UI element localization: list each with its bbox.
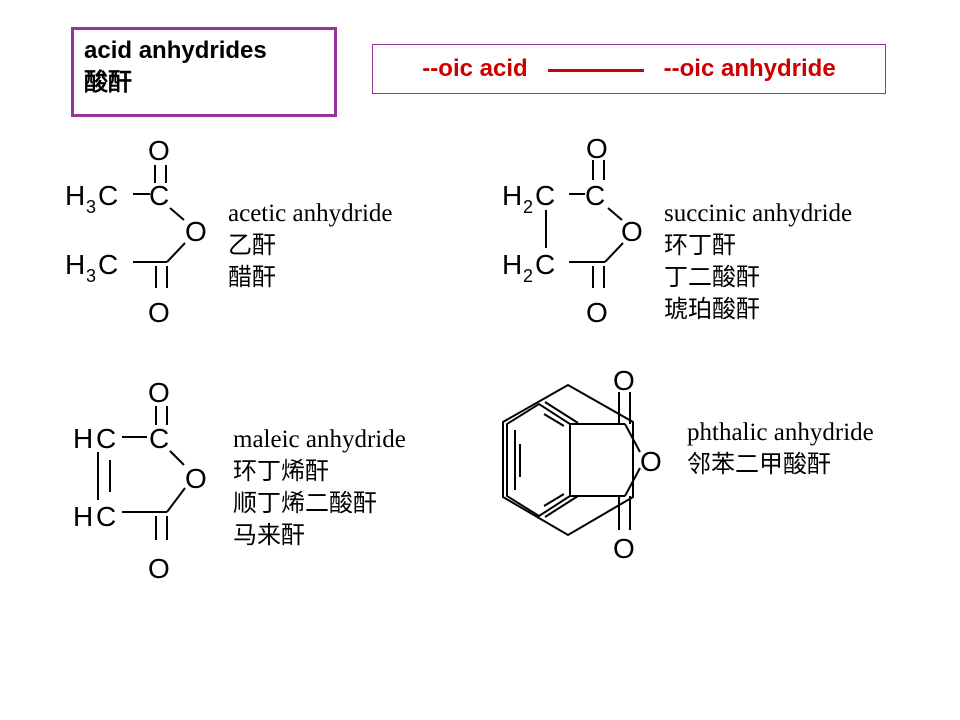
succinic-anhydride-chinese-2: 丁二酸酐 — [664, 263, 760, 291]
naming-rule-box: --oic acid --oic anhydride — [372, 44, 886, 94]
succinic-anhydride-label: succinic anhydride 环丁酐 丁二酸酐 琥珀酸酐 — [664, 199, 852, 325]
maleic-o-top: O — [148, 377, 170, 408]
succinic-anhydride-chinese-3: 琥珀酸酐 — [664, 295, 760, 323]
phthalic-anhydride-drawing — [506, 392, 641, 530]
maleic-anhydride-chinese-1: 环丁烯酐 — [233, 457, 329, 485]
acetic-o-top: O — [148, 135, 170, 166]
acetic-sub3-bottom: 3 — [86, 266, 96, 286]
succinic-sub2-top: 2 — [523, 197, 533, 217]
acetic-c-methyl-bottom: C — [98, 249, 118, 280]
succinic-anhydride-english: succinic anhydride — [664, 200, 853, 227]
acetic-h-bottom: H — [65, 249, 85, 280]
phthalic-anhydride-framework — [503, 385, 590, 535]
maleic-anhydride-english: maleic anhydride — [233, 426, 406, 453]
acetic-o-bottom: O — [148, 297, 170, 328]
succinic-o-bridge: O — [621, 216, 643, 247]
phthalic-anhydride-chinese-1: 邻苯二甲酸酐 — [687, 450, 831, 478]
maleic-anhydride-label: maleic anhydride 环丁烯酐 顺丁烯二酸酐 马来酐 — [233, 425, 406, 551]
maleic-anhydride-chinese-3: 马来酐 — [233, 521, 305, 549]
succinic-o-bottom: O — [586, 297, 608, 328]
acetic-anhydride-english: acetic anhydride — [228, 200, 393, 227]
succinic-h-bottom: H — [502, 249, 522, 280]
maleic-c-ch-bottom: C — [96, 501, 116, 532]
rule-anhydride-suffix: --oic anhydride — [663, 55, 836, 82]
phthalic-anhydride-bonds — [502, 383, 634, 537]
succinic-anhydride-bonds — [545, 160, 624, 288]
acetic-anhydride-chinese-1: 乙酐 — [228, 231, 276, 259]
phthalic-anhydride-label: phthalic anhydride 邻苯二甲酸酐 — [687, 418, 874, 480]
acetic-anhydride-atoms: O H 3 C C O H 3 C O — [65, 135, 207, 328]
succinic-c-carbonyl-top: C — [585, 180, 605, 211]
acetic-h-top: H — [65, 180, 85, 211]
succinic-c-ch2-top: C — [535, 180, 555, 211]
title-english: acid anhydrides — [84, 37, 267, 64]
phthalic-o-bottom: O — [613, 533, 635, 564]
acetic-c-carbonyl-top: C — [149, 180, 169, 211]
rule-acid-suffix: --oic acid — [422, 55, 528, 82]
acetic-c-methyl-top: C — [98, 180, 118, 211]
maleic-anhydride-atoms: O H C C O H C O — [73, 377, 207, 584]
succinic-c-ch2-bottom: C — [535, 249, 555, 280]
acetic-o-bridge: O — [185, 216, 207, 247]
succinic-o-top: O — [586, 133, 608, 164]
acetic-sub3-top: 3 — [86, 197, 96, 217]
phthalic-anhydride-english: phthalic anhydride — [687, 419, 874, 446]
succinic-h-top: H — [502, 180, 522, 211]
rule-arrow-line — [547, 68, 644, 72]
maleic-o-bridge: O — [185, 463, 207, 494]
maleic-anhydride-chinese-2: 顺丁烯二酸酐 — [233, 489, 377, 517]
phthalic-o-top: O — [613, 365, 635, 396]
succinic-sub2-bottom: 2 — [523, 266, 533, 286]
maleic-h-bottom: H — [73, 501, 93, 532]
maleic-c-carbonyl-top: C — [149, 423, 169, 454]
acetic-anhydride-label: acetic anhydride 乙酐 醋酐 — [228, 199, 393, 293]
acetic-anhydride-chinese-2: 醋酐 — [228, 263, 276, 291]
title-chinese: 酸酐 — [84, 68, 132, 96]
title-box: acid anhydrides 酸酐 — [71, 27, 337, 117]
succinic-anhydride-atoms: O H 2 C C O H 2 C O — [502, 133, 643, 328]
acetic-anhydride-bonds — [133, 165, 186, 288]
phthalic-o-bridge: O — [640, 446, 662, 477]
phthalic-anhydride-atoms: O O O — [613, 365, 662, 564]
maleic-anhydride-bonds — [97, 406, 186, 540]
succinic-anhydride-chinese-1: 环丁酐 — [664, 231, 736, 259]
maleic-h-top: H — [73, 423, 93, 454]
maleic-c-ch-top: C — [96, 423, 116, 454]
maleic-o-bottom: O — [148, 553, 170, 584]
